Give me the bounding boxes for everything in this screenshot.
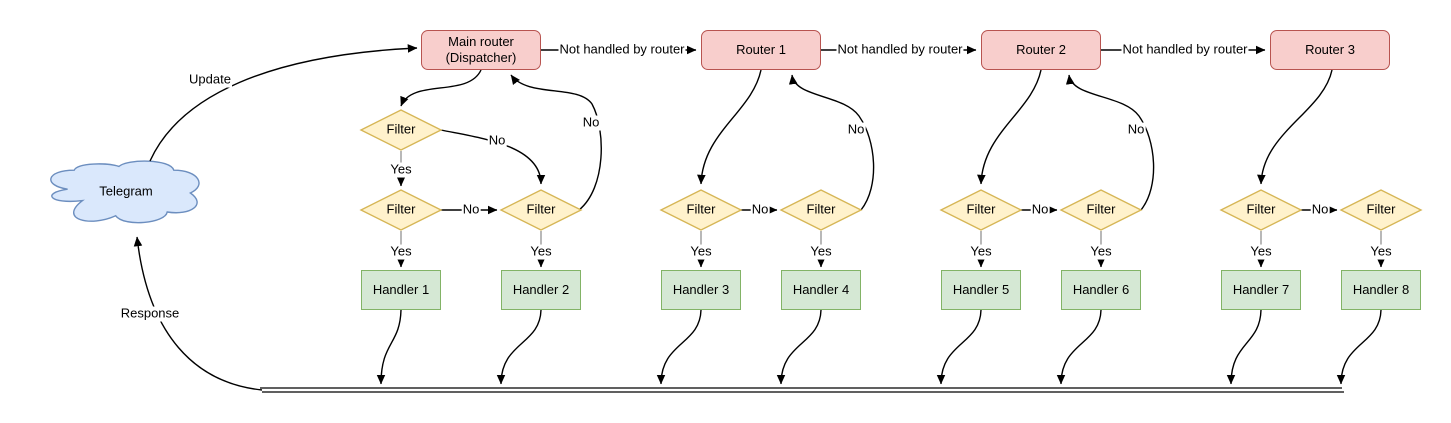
no-label: No bbox=[461, 201, 481, 218]
handler-response-arrow bbox=[376, 309, 402, 385]
filter-label: Filter bbox=[686, 201, 716, 217]
filter-diamond bbox=[779, 189, 863, 231]
router2-to-filter-arrow bbox=[977, 69, 1042, 185]
handler-response-arrow bbox=[656, 309, 702, 385]
node-router-3: Router 3 bbox=[1270, 30, 1390, 70]
filter-diamond bbox=[1219, 189, 1303, 231]
filter-diamond bbox=[359, 189, 443, 231]
yes-label: Yes bbox=[389, 161, 413, 178]
filter-label: Filter bbox=[806, 201, 836, 217]
router1-return-no-arrow bbox=[788, 74, 875, 211]
node-handler-1: Handler 1 bbox=[361, 270, 441, 310]
node-handler-2: Handler 2 bbox=[501, 270, 581, 310]
filter-label: Filter bbox=[1366, 201, 1396, 217]
yes-label: Yes bbox=[1369, 243, 1393, 260]
yes-label: Yes bbox=[809, 243, 833, 260]
no-label: No bbox=[1126, 121, 1146, 138]
yes-label: Yes bbox=[529, 243, 553, 260]
filter-diamond bbox=[499, 189, 583, 231]
filter-diamond bbox=[939, 189, 1023, 231]
not-handled-label: Not handled by router bbox=[836, 41, 964, 58]
node-handler-5: Handler 5 bbox=[941, 270, 1021, 310]
update-arrow bbox=[149, 44, 418, 162]
filter-label: Filter bbox=[526, 201, 556, 217]
yes-label: Yes bbox=[969, 243, 993, 260]
filter-diamond bbox=[1339, 189, 1423, 231]
node-router-2: Router 2 bbox=[981, 30, 1101, 70]
handler-1-label: Handler 1 bbox=[372, 281, 430, 297]
router3-to-filter-arrow bbox=[1257, 69, 1333, 185]
filter-diamond bbox=[1059, 189, 1143, 231]
router-3-label: Router 3 bbox=[1305, 41, 1355, 57]
node-main-router: Main router (Dispatcher) bbox=[421, 30, 541, 70]
handler-6-label: Handler 6 bbox=[1072, 281, 1130, 297]
handler-response-arrow bbox=[1056, 309, 1102, 385]
node-router-1: Router 1 bbox=[701, 30, 821, 70]
no-label: No bbox=[1030, 201, 1050, 218]
handler-response-arrow bbox=[936, 309, 982, 385]
node-handler-4: Handler 4 bbox=[781, 270, 861, 310]
filter-label: Filter bbox=[1246, 201, 1276, 217]
update-label: Update bbox=[188, 71, 232, 88]
handler-response-arrow bbox=[1226, 309, 1262, 385]
node-handler-7: Handler 7 bbox=[1221, 270, 1301, 310]
filter-label: Filter bbox=[1086, 201, 1116, 217]
handler-3-label: Handler 3 bbox=[672, 281, 730, 297]
no-label: No bbox=[750, 201, 770, 218]
no-label: No bbox=[1310, 201, 1330, 218]
not-handled-label: Not handled by router bbox=[1121, 41, 1249, 58]
handler-response-arrow bbox=[1336, 309, 1382, 385]
router-1-label: Router 1 bbox=[736, 41, 786, 57]
filter-label: Filter bbox=[966, 201, 996, 217]
yes-label: Yes bbox=[689, 243, 713, 260]
filter-return-no-arrow bbox=[510, 74, 602, 211]
filter-label: Filter bbox=[386, 201, 416, 217]
not-handled-label: Not handled by router bbox=[558, 41, 686, 58]
handler-8-label: Handler 8 bbox=[1352, 281, 1410, 297]
handler-5-label: Handler 5 bbox=[952, 281, 1010, 297]
filter-diamond bbox=[659, 189, 743, 231]
no-label: No bbox=[581, 114, 601, 131]
no-label: No bbox=[487, 132, 507, 149]
telegram-cloud bbox=[50, 160, 200, 224]
handler-response-arrow bbox=[496, 309, 542, 385]
no-label: No bbox=[846, 121, 866, 138]
response-label: Response bbox=[119, 305, 181, 322]
node-handler-6: Handler 6 bbox=[1061, 270, 1141, 310]
router1-to-filter-arrow bbox=[697, 69, 762, 185]
node-handler-3: Handler 3 bbox=[661, 270, 741, 310]
handler-7-label: Handler 7 bbox=[1232, 281, 1290, 297]
telegram-label: Telegram bbox=[99, 183, 153, 199]
handler-2-label: Handler 2 bbox=[512, 281, 570, 297]
filter-label: Filter bbox=[386, 121, 416, 137]
handler-response-arrow bbox=[776, 309, 822, 385]
yes-label: Yes bbox=[1249, 243, 1273, 260]
response-arrow bbox=[133, 236, 263, 391]
yes-label: Yes bbox=[389, 243, 413, 260]
yes-label: Yes bbox=[1089, 243, 1113, 260]
filter-diamond bbox=[359, 109, 443, 151]
handler-4-label: Handler 4 bbox=[792, 281, 850, 297]
node-handler-8: Handler 8 bbox=[1341, 270, 1421, 310]
main-router-label: Main router (Dispatcher) bbox=[445, 33, 517, 65]
dispatcher-to-filter-arrow bbox=[400, 69, 482, 107]
router-2-label: Router 2 bbox=[1016, 41, 1066, 57]
router2-return-no-arrow bbox=[1065, 74, 1155, 211]
